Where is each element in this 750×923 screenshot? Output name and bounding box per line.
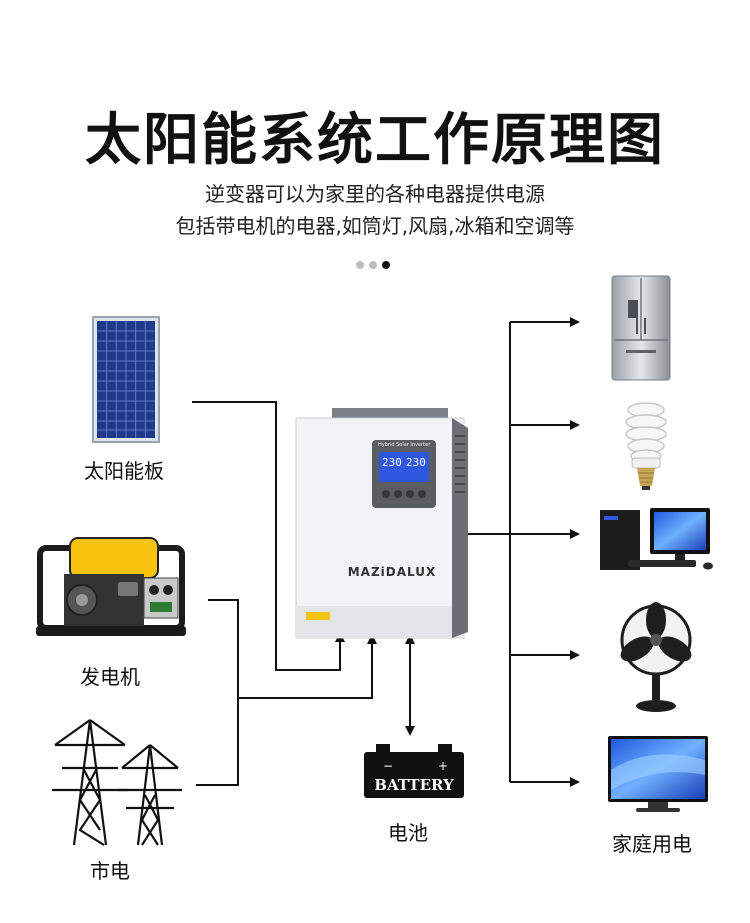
battery-icon: − + <box>364 744 464 798</box>
lcd-value-left: 230 <box>382 456 402 469</box>
generator-icon <box>36 537 186 636</box>
page-title: 太阳能系统工作原理图 <box>85 108 665 173</box>
subtitle-line-2: 包括带电机的电器,如筒灯,风扇,冰箱和空调等 <box>175 214 575 238</box>
light-bulb-icon <box>625 402 667 490</box>
lcd-value-right: 230 <box>406 456 426 469</box>
subtitle-line-1: 逆变器可以为家里的各种电器提供电源 <box>205 182 545 206</box>
grid-label: 市电 <box>90 859 130 883</box>
generator-label: 发电机 <box>80 665 140 689</box>
generator-line <box>208 599 239 698</box>
fan-icon <box>620 602 692 712</box>
pager-dots <box>356 261 390 269</box>
refrigerator-icon <box>611 275 671 381</box>
inverter-icon <box>295 408 468 639</box>
battery-label: 电池 <box>388 821 428 845</box>
solar-panel-label: 太阳能板 <box>84 459 164 483</box>
pager-dot-active[interactable] <box>382 261 390 269</box>
solar-line <box>192 401 345 671</box>
pager-dot[interactable] <box>369 261 377 269</box>
grid-line <box>196 698 239 786</box>
svg-text:−: − <box>383 759 393 773</box>
tv-icon <box>608 736 708 812</box>
inverter-brand: MAZiDALUX <box>347 565 437 579</box>
battery-icon-text: BATTERY <box>374 776 454 794</box>
ac-input-line <box>238 634 377 699</box>
svg-text:+: + <box>438 759 448 773</box>
lcd-header: Hybrid Solar Inverter <box>378 442 431 448</box>
solar-panel-icon <box>92 316 160 443</box>
home-load-label: 家庭用电 <box>612 832 692 856</box>
computer-icon <box>600 508 713 570</box>
power-tower-icon <box>52 719 182 846</box>
pager-dot[interactable] <box>356 261 364 269</box>
connection-lines <box>192 317 580 787</box>
